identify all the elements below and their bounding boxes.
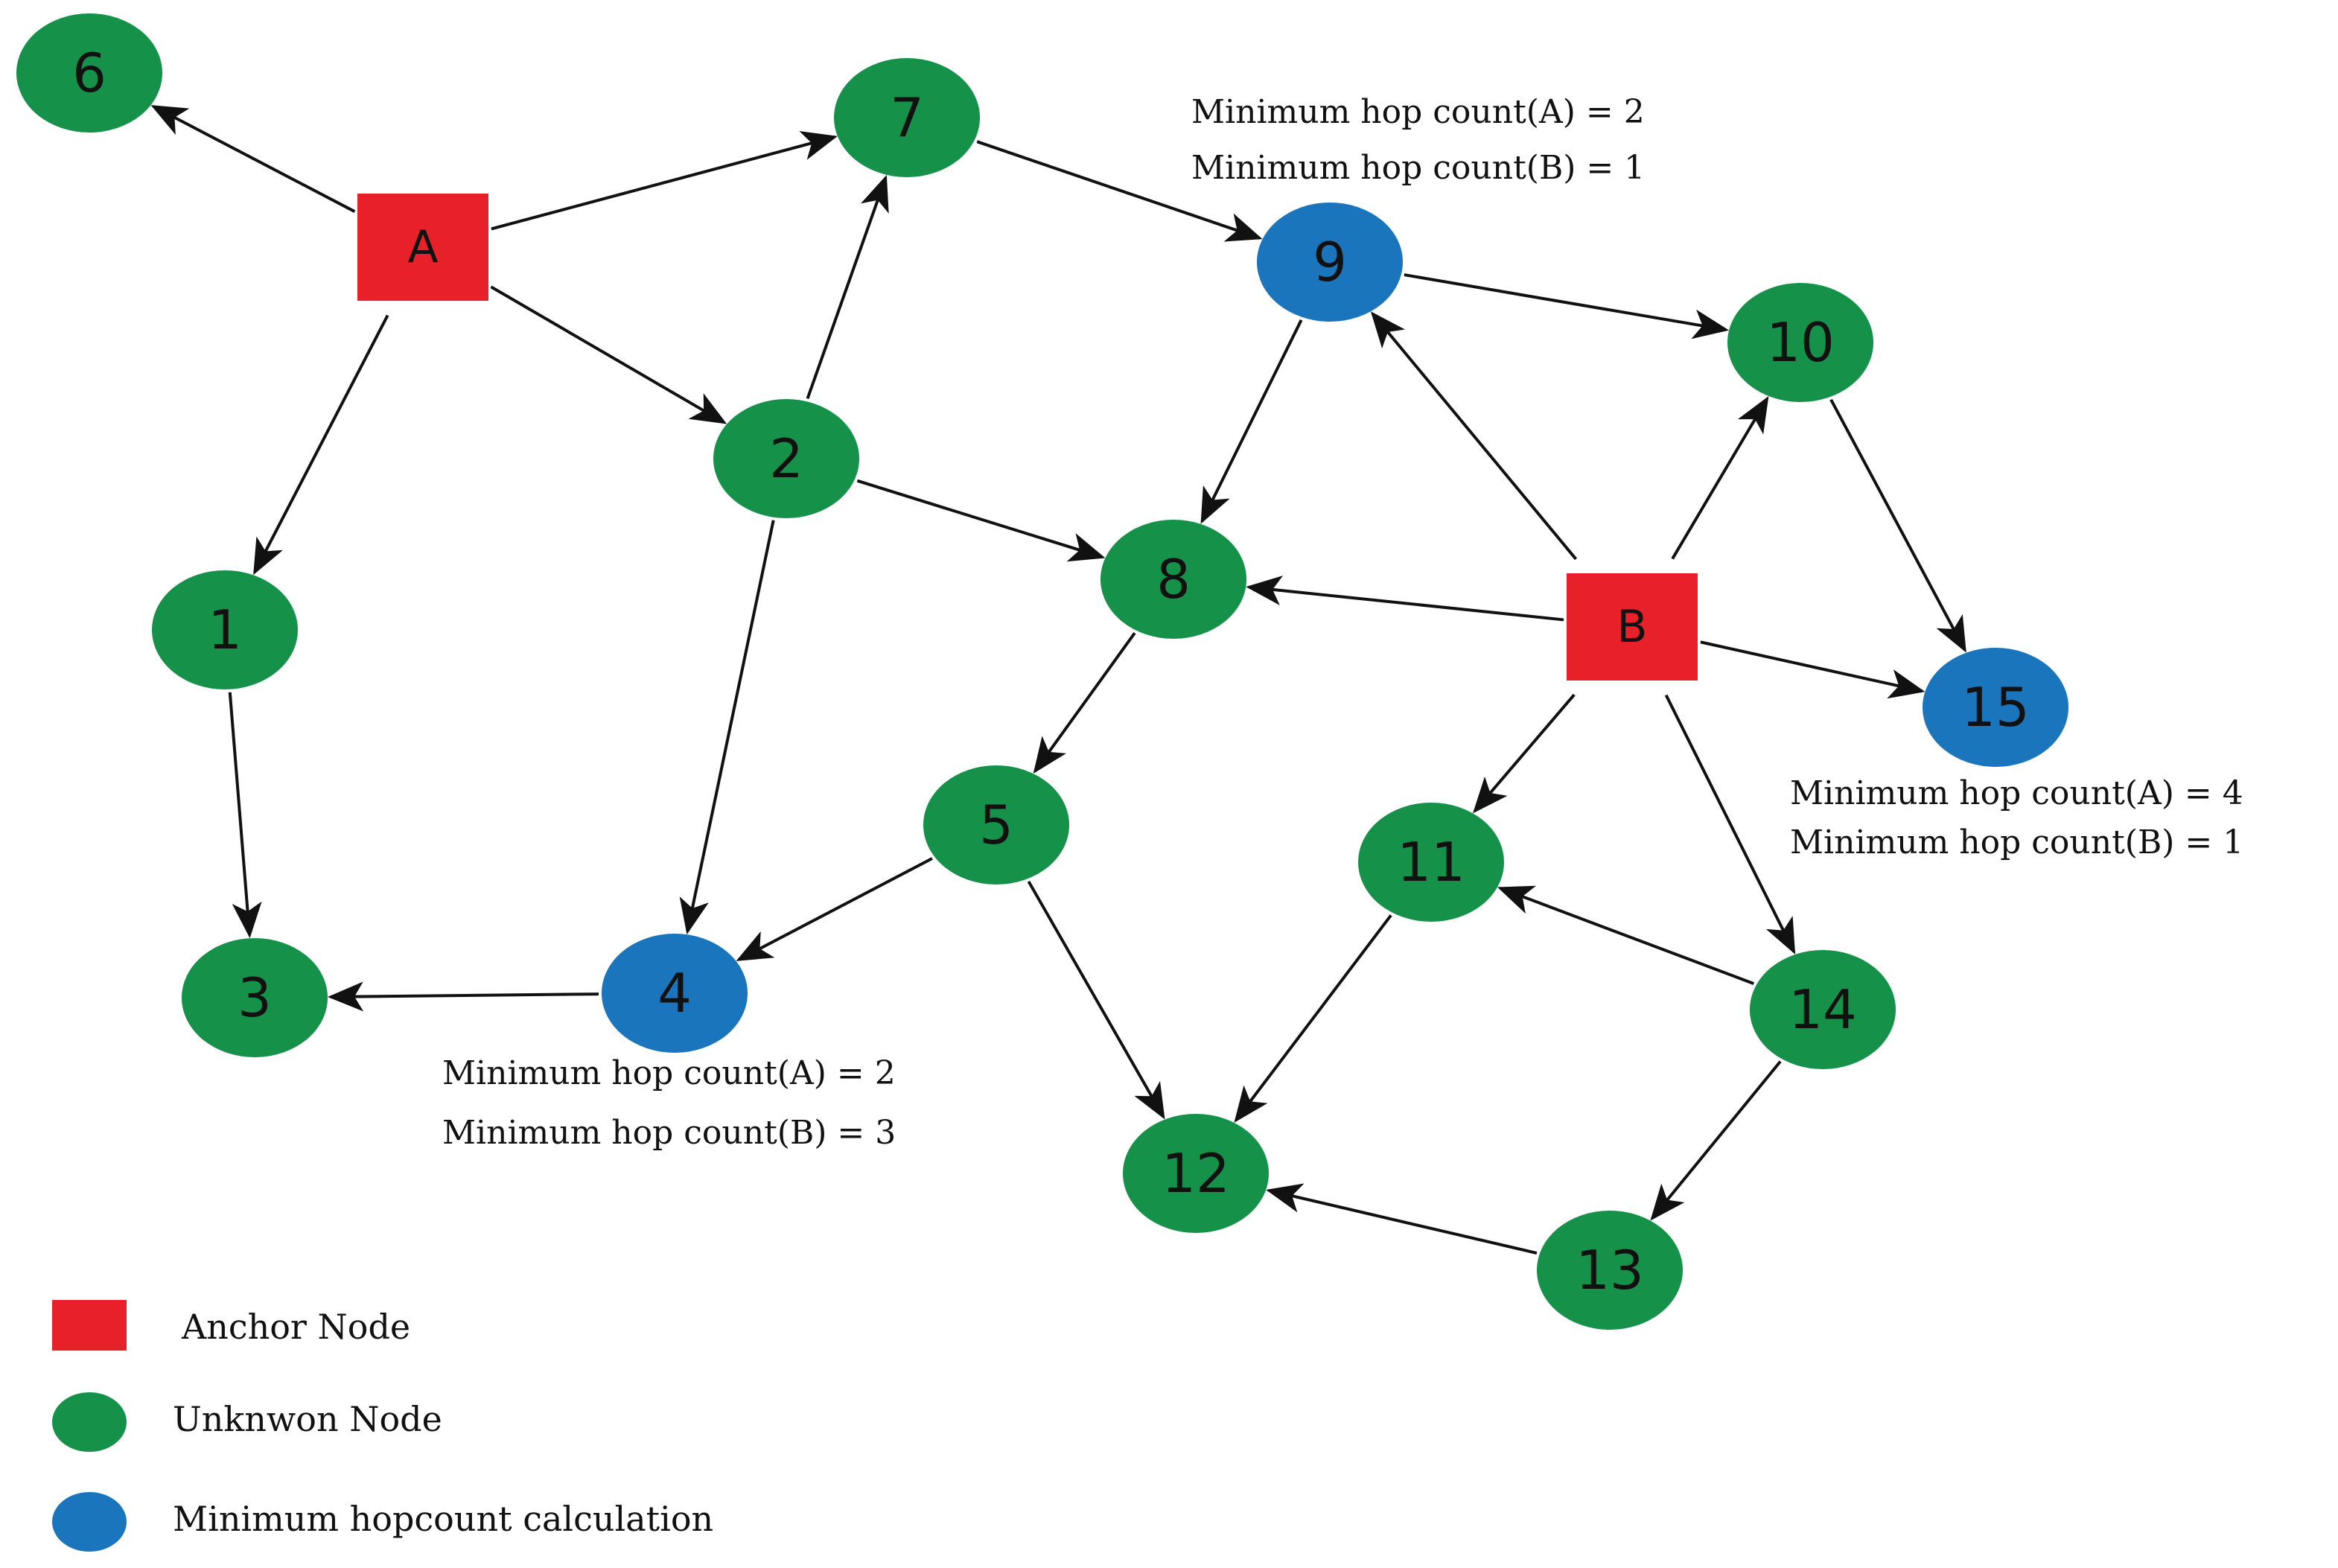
node-13-label: 13	[1576, 1239, 1644, 1301]
unknown-node-6-shape	[16, 13, 162, 133]
legend-hop-label: Minimum hopcount calculation	[173, 1499, 713, 1539]
node-4: 4	[602, 934, 748, 1053]
unknown-node-3-shape	[182, 938, 328, 1057]
annotation-4-line-a: Minimum hop count(A) = 2	[442, 1054, 896, 1092]
node-1-label: 1	[208, 599, 242, 661]
legend: Anchor Node Unknwon Node Minimum hopcoun…	[52, 1300, 713, 1552]
unknown-node-5-shape	[923, 765, 1069, 885]
edge-1-to-3	[228, 692, 262, 939]
edge-8-to-5	[1033, 632, 1136, 774]
edges-layer	[150, 105, 1966, 1255]
node-8: 8	[1100, 520, 1246, 639]
edge-2-to-8	[856, 479, 1106, 562]
edge-A-to-2	[490, 285, 727, 424]
unknown-node-7-shape	[834, 58, 980, 177]
edge-B-to-14	[1664, 694, 1796, 954]
node-7-label: 7	[890, 86, 924, 149]
edge-B-to-9	[1370, 311, 1578, 561]
node-3-label: 3	[238, 966, 272, 1029]
edge-4-to-3	[327, 981, 599, 1012]
node-10-label: 10	[1766, 311, 1835, 374]
node-14: 14	[1750, 950, 1896, 1069]
legend-unknown-label: Unknwon Node	[173, 1399, 442, 1439]
nodes-layer: 6 7A 9 10 2 1 8B 15 5 11 3 4 14 12 13	[16, 13, 2068, 1330]
edge-9-to-8	[1200, 319, 1303, 524]
edge-2-to-4	[679, 520, 775, 935]
edge-B-to-8	[1246, 576, 1564, 622]
legend-anchor-swatch	[52, 1300, 127, 1351]
edge-11-to-12	[1234, 914, 1392, 1123]
edge-A-to-7	[491, 131, 838, 231]
node-2: 2	[713, 399, 859, 518]
node-A: A	[357, 194, 488, 301]
node-12-label: 12	[1162, 1142, 1230, 1205]
node-A-label: A	[407, 221, 438, 273]
edge-B-to-10	[1671, 396, 1769, 560]
node-15: 15	[1923, 648, 2068, 767]
unknown-node-13-shape	[1537, 1211, 1683, 1330]
edge-5-to-12	[1027, 880, 1165, 1120]
node-9-label: 9	[1313, 231, 1347, 293]
node-7: 7	[834, 58, 980, 177]
edge-A-to-1	[253, 314, 389, 576]
node-6: 6	[16, 13, 162, 133]
node-5-label: 5	[979, 794, 1013, 856]
legend-anchor-label: Anchor Node	[181, 1307, 410, 1347]
node-3: 3	[182, 938, 328, 1057]
edge-13-to-12	[1266, 1183, 1538, 1255]
annotation-15-line-a: Minimum hop count(A) = 4	[1790, 774, 2243, 812]
edge-A-to-6	[150, 105, 356, 213]
annotation-node-9: Minimum hop count(A) = 2 Minimum hop cou…	[1191, 93, 1645, 187]
hop-node-4-shape	[602, 934, 748, 1053]
unknown-node-14-shape	[1750, 950, 1896, 1069]
unknown-node-1-shape	[152, 570, 298, 689]
edge-14-to-11	[1497, 885, 1754, 985]
node-4-label: 4	[657, 962, 692, 1024]
unknown-node-2-shape	[713, 399, 859, 518]
edge-B-to-11	[1473, 693, 1576, 814]
node-11: 11	[1358, 803, 1504, 922]
unknown-node-11-shape	[1358, 803, 1504, 922]
annotation-9-line-b: Minimum hop count(B) = 1	[1191, 149, 1645, 187]
hop-node-15-shape	[1923, 648, 2068, 767]
node-10: 10	[1727, 283, 1873, 402]
edge-5-to-4	[736, 857, 933, 961]
node-14-label: 14	[1788, 978, 1857, 1041]
node-9: 9	[1257, 203, 1403, 322]
edge-14-to-13	[1650, 1060, 1782, 1221]
edge-B-to-15	[1700, 640, 1925, 699]
node-13: 13	[1537, 1211, 1683, 1330]
unknown-node-12-shape	[1123, 1114, 1269, 1233]
node-8-label: 8	[1156, 548, 1191, 611]
node-12: 12	[1123, 1114, 1269, 1233]
node-11-label: 11	[1397, 831, 1465, 893]
annotation-9-line-a: Minimum hop count(A) = 2	[1191, 93, 1645, 131]
edge-10-to-15	[1829, 398, 1966, 653]
hop-node-9-shape	[1257, 203, 1403, 322]
node-6-label: 6	[72, 42, 106, 104]
unknown-node-10-shape	[1727, 283, 1873, 402]
edge-9-to-10	[1404, 273, 1730, 340]
edge-2-to-7	[806, 174, 889, 400]
annotation-15-line-b: Minimum hop count(B) = 1	[1790, 823, 2243, 861]
legend-hop-swatch	[52, 1492, 127, 1552]
unknown-node-8-shape	[1100, 520, 1246, 639]
node-1: 1	[152, 570, 298, 689]
edge-7-to-9	[976, 140, 1263, 242]
node-15-label: 15	[1961, 676, 2030, 739]
node-B: B	[1567, 573, 1698, 681]
anchor-node-B-shape	[1567, 573, 1698, 681]
annotation-node-15: Minimum hop count(A) = 4 Minimum hop cou…	[1790, 774, 2243, 861]
node-2-label: 2	[769, 427, 803, 490]
annotation-node-4: Minimum hop count(A) = 2 Minimum hop cou…	[442, 1054, 896, 1152]
node-5: 5	[923, 765, 1069, 885]
anchor-node-A-shape	[357, 194, 488, 301]
node-B-label: B	[1616, 601, 1647, 653]
legend-unknown-swatch	[52, 1392, 127, 1452]
annotation-4-line-b: Minimum hop count(B) = 3	[442, 1114, 896, 1152]
